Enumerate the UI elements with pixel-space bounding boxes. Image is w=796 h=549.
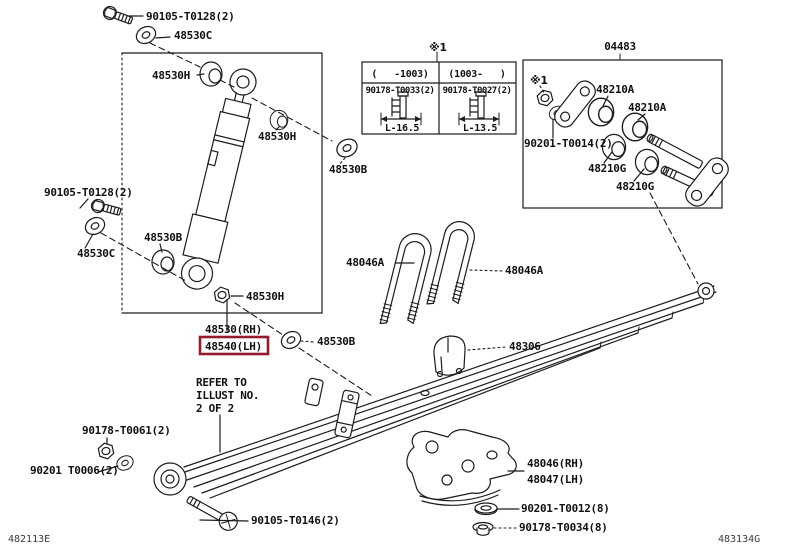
assembly-dashed-lines bbox=[100, 42, 699, 397]
lower-bolt-icon bbox=[89, 197, 123, 219]
shackle-note-label: ※1 bbox=[530, 74, 548, 87]
part-label-seat-washer: 90201-T0012(8) bbox=[521, 502, 610, 515]
shackle-pin-icon bbox=[646, 133, 703, 169]
table-bolt-icon bbox=[458, 91, 500, 126]
spring-seat-plate-drawing bbox=[406, 429, 517, 506]
spring-bumper-drawing bbox=[433, 335, 466, 378]
shackle-inner-plate bbox=[554, 80, 596, 128]
part-label-lower-bolt: 90105-T0128(2) bbox=[44, 186, 133, 199]
part-label-upper-washer: 48530B bbox=[329, 163, 368, 176]
spring-clamp bbox=[334, 389, 360, 439]
part-label-upper-retainer: 48530C bbox=[174, 29, 212, 42]
table-bolt-icon bbox=[380, 91, 422, 126]
part-label-shackle-bush-a1: 48210A bbox=[596, 83, 635, 96]
part-label-shackle-bush-g1: 48210G bbox=[588, 162, 627, 175]
lower-inner-cushion-icon bbox=[213, 285, 231, 305]
part-labels: 90105-T0128(2) 48530C 48530H 48530H 4853… bbox=[8, 10, 760, 545]
bolt-length-table bbox=[361, 51, 517, 135]
upper-retainer-icon bbox=[132, 22, 160, 48]
ubolt-left-drawing bbox=[379, 233, 432, 324]
shackle-bush-icon bbox=[634, 148, 660, 176]
upper-washer-icon bbox=[333, 135, 361, 161]
part-label-front-nut: 90178-T0061(2) bbox=[82, 424, 171, 437]
figure-code-right: 483134G bbox=[718, 534, 760, 545]
part-label-upper-bolt: 90105-T0128(2) bbox=[146, 10, 235, 23]
seat-washer-icon bbox=[474, 502, 498, 516]
shock-absorber-box bbox=[121, 52, 323, 314]
shackle-assy-box bbox=[522, 53, 723, 209]
part-label-lower-retainer: 48530C bbox=[77, 247, 115, 260]
shackle-nut-icon bbox=[535, 87, 555, 109]
refer-note-line3: 2 OF 2 bbox=[196, 402, 234, 415]
ubolt-right-drawing bbox=[426, 221, 475, 305]
table-length-col2: L-13.5 bbox=[463, 123, 498, 134]
part-label-ubolt-left: 48046A bbox=[346, 256, 385, 269]
shackle-bush-icon bbox=[587, 97, 615, 127]
spring-eye-bolt-drawing bbox=[186, 496, 238, 531]
part-label-lower-cushion-outer: 48530B bbox=[144, 231, 183, 244]
shock-absorber-drawing bbox=[180, 68, 257, 290]
part-label-shackle-nut: 90201-T0014(2) bbox=[524, 137, 613, 150]
highlight-box-48540 bbox=[198, 335, 270, 356]
part-label-shackle-assy: 04483 bbox=[604, 40, 636, 53]
part-label-upper-cushion-outer: 48530H bbox=[152, 69, 190, 82]
part-label-seat-nut: 90178-T0034(8) bbox=[519, 521, 608, 534]
part-label-shackle-bush-a2: 48210A bbox=[628, 101, 667, 114]
table-part-col1: 90178-T0033(2) bbox=[366, 86, 435, 96]
leader-lines bbox=[79, 15, 646, 529]
part-label-front-washer: 90201 T0006(2) bbox=[30, 464, 119, 477]
part-label-front-bolt: 90105-T0146(2) bbox=[251, 514, 340, 527]
shackle-kit-drawing bbox=[535, 80, 729, 207]
front-nut-icon bbox=[96, 441, 116, 461]
refer-note-line1: REFER TO bbox=[196, 376, 247, 389]
part-label-ubolt-right: 48046A bbox=[505, 264, 544, 277]
table-range-col1: ( -1003) bbox=[371, 69, 428, 80]
part-label-shock-lh: 48540(LH) bbox=[205, 340, 262, 353]
part-label-lower-washer: 48530B bbox=[317, 335, 356, 348]
leaf-spring-drawing bbox=[153, 282, 717, 499]
part-label-upper-cushion-inner: 48530H bbox=[258, 130, 296, 143]
shackle-bush-icon bbox=[621, 112, 649, 142]
part-label-lower-cushion-inner: 48530H bbox=[246, 290, 284, 303]
refer-note-line2: ILLUST NO. bbox=[196, 389, 259, 402]
figure-code-left: 482113E bbox=[8, 534, 50, 545]
part-label-bumper: 48306 bbox=[509, 340, 541, 353]
lower-cushion-icon bbox=[151, 249, 175, 275]
shackle-outer-plate bbox=[685, 157, 729, 207]
part-label-seat-lh: 48047(LH) bbox=[527, 473, 584, 486]
part-label-seat-rh: 48046(RH) bbox=[527, 457, 584, 470]
table-length-col1: L-16.5 bbox=[385, 123, 420, 134]
seat-nut-icon bbox=[472, 521, 494, 536]
table-note-label: ※1 bbox=[429, 41, 447, 54]
table-part-col2: 90178-T0027(2) bbox=[443, 86, 512, 96]
table-range-col2: (1003- ) bbox=[448, 69, 505, 80]
spring-clip-tab bbox=[304, 377, 324, 407]
part-label-shock-rh: 48530(RH) bbox=[205, 323, 262, 336]
part-label-shackle-bush-g2: 48210G bbox=[616, 180, 655, 193]
